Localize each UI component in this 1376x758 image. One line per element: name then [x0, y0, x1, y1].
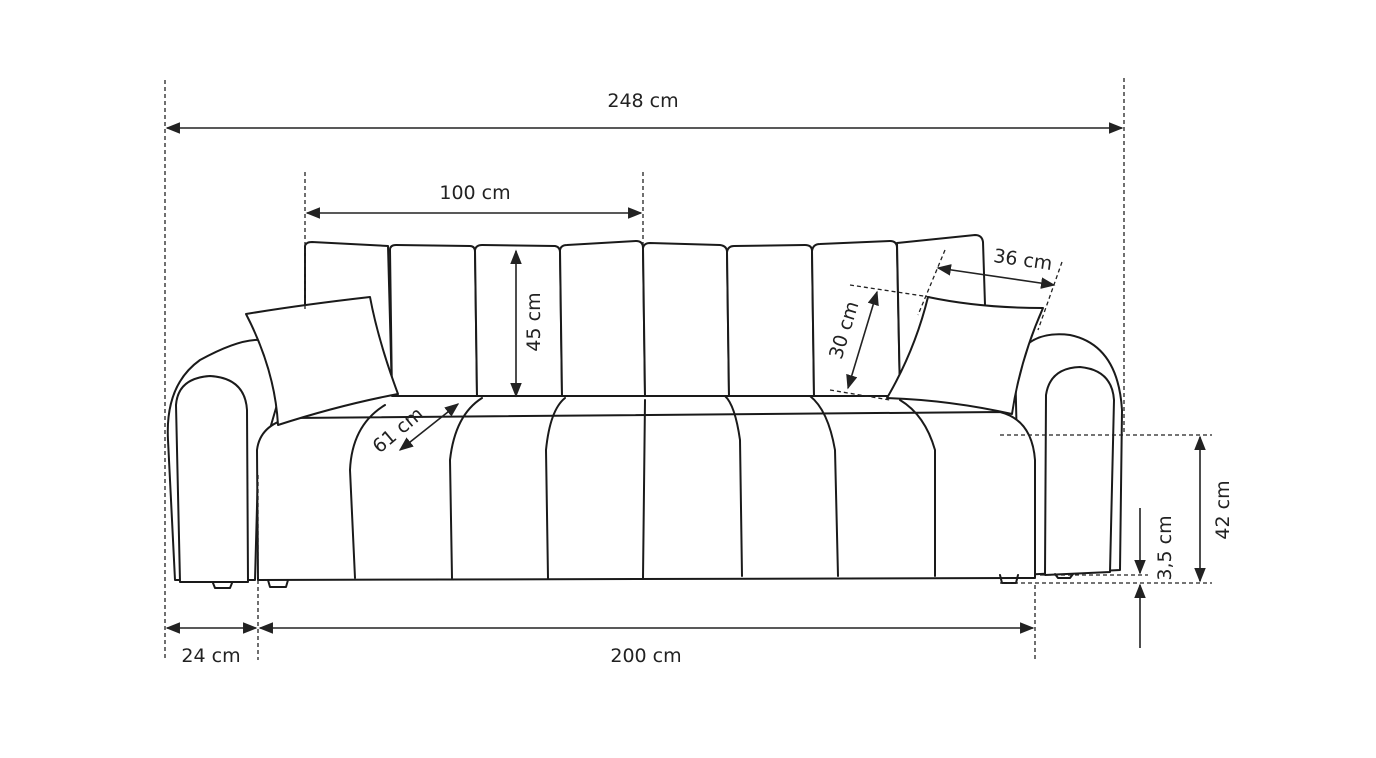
- label-seat-width: 200 cm: [610, 645, 681, 667]
- dimension-arrows: [165, 122, 1206, 648]
- label-overall-width: 248 cm: [607, 90, 678, 112]
- label-pillow-width: 36 cm: [992, 245, 1054, 275]
- feet: [212, 573, 1074, 589]
- sofa: [166, 234, 1123, 589]
- label-seat-height: 42 cm: [1212, 480, 1234, 539]
- right-arm-front: [1044, 366, 1115, 576]
- right-pillow: [886, 296, 1044, 415]
- label-leg-height: 3,5 cm: [1154, 515, 1176, 580]
- label-armrest-width: 24 cm: [181, 645, 240, 667]
- dimension-guides: [164, 78, 1212, 660]
- dimension-labels: 248 cm 100 cm 45 cm 36 cm 30 cm 61 cm 42…: [181, 90, 1234, 667]
- seat-cushions: [349, 395, 936, 579]
- label-back-cushion-height: 45 cm: [523, 292, 545, 351]
- label-back-cushion-width: 100 cm: [439, 182, 510, 204]
- left-pillow: [245, 296, 399, 426]
- back-cushions: [304, 234, 986, 397]
- left-arm-front: [175, 375, 249, 583]
